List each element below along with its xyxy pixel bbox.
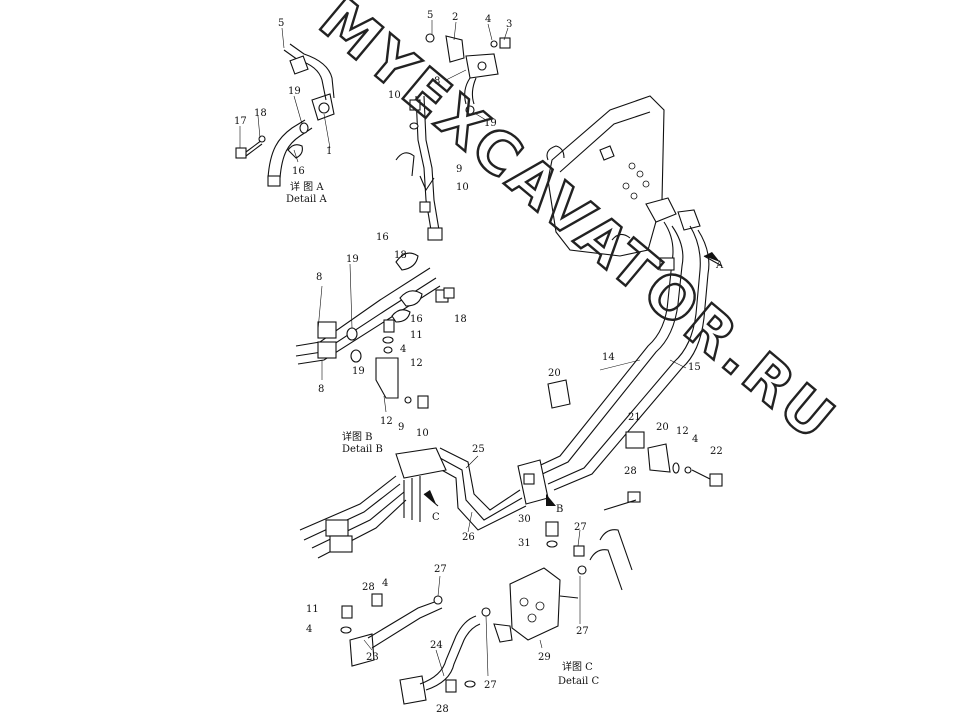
- callout-1: 1: [326, 146, 332, 157]
- callout-16-a: 16: [292, 166, 305, 177]
- detail-a-caption-en: Detail A: [286, 194, 327, 205]
- callout-16-b: 16: [376, 232, 389, 243]
- callout-27-d: 27: [484, 680, 497, 691]
- callout-31: 31: [518, 538, 531, 549]
- callout-12-b: 12: [380, 416, 393, 427]
- callout-29: 29: [538, 652, 551, 663]
- right-bracket-parts: [545, 379, 723, 591]
- callout-26: 26: [462, 532, 475, 543]
- detail-c-caption-en: Detail C: [558, 676, 599, 687]
- leader-lines: [239, 20, 687, 677]
- callout-3: 3: [506, 19, 512, 30]
- callout-8-a: 8: [434, 76, 440, 87]
- callout-24: 24: [430, 640, 443, 651]
- detail-b-caption-cn: 详图 B: [342, 430, 373, 443]
- callout-5-b: 5: [427, 10, 433, 21]
- arrow-label-a: A: [715, 260, 724, 271]
- callout-19-d: 19: [352, 366, 365, 377]
- callout-28-b: 28: [362, 582, 375, 593]
- view-arrow-b: B: [546, 494, 563, 515]
- pump-housing: [546, 95, 701, 257]
- callout-17: 17: [234, 116, 247, 127]
- callout-27-b: 27: [434, 564, 447, 575]
- callout-10-b: 10: [456, 182, 469, 193]
- callout-12-a: 12: [410, 358, 423, 369]
- callout-labels: 5 5 2 4 3 8 19 10 19 18 17 1 16 9 10 18 …: [234, 10, 723, 715]
- callout-18-a: 18: [254, 108, 267, 119]
- callout-18-c: 18: [454, 314, 467, 325]
- detail-c-caption-cn: 详图 C: [562, 660, 593, 673]
- detail-b-caption-en: Detail B: [342, 444, 383, 455]
- callout-4-c: 4: [692, 434, 698, 445]
- callout-4-e: 4: [306, 624, 312, 635]
- callout-9-b: 9: [398, 422, 404, 433]
- callout-2: 2: [452, 12, 458, 23]
- callout-9-a: 9: [456, 164, 462, 175]
- arrow-label-c: C: [432, 512, 440, 523]
- pressure-pipes: [437, 221, 710, 531]
- detail-c-block: [299, 447, 447, 559]
- callout-28-c: 28: [436, 704, 449, 715]
- callout-8-c: 8: [318, 384, 324, 395]
- callout-4-d: 4: [382, 578, 388, 589]
- callout-20-b: 20: [656, 422, 669, 433]
- callout-30: 30: [518, 514, 531, 525]
- callout-22: 22: [710, 446, 723, 457]
- callout-10-a: 10: [388, 90, 401, 101]
- callout-27-c: 27: [576, 626, 589, 637]
- callout-5-a: 5: [278, 18, 284, 29]
- callout-19-b: 19: [288, 86, 301, 97]
- callout-15: 15: [688, 362, 701, 373]
- top-flange-assembly: [395, 33, 511, 241]
- callout-28-a: 28: [624, 466, 637, 477]
- callout-16-c: 16: [410, 314, 423, 325]
- callout-11-a: 11: [410, 330, 423, 341]
- callout-14: 14: [602, 352, 615, 363]
- callout-11-b: 11: [306, 604, 319, 615]
- callout-19-a: 19: [484, 118, 497, 129]
- callout-8-b: 8: [316, 272, 322, 283]
- callout-18-b: 18: [394, 250, 407, 261]
- callout-25: 25: [472, 444, 485, 455]
- detail-b-assembly: [295, 252, 455, 409]
- detail-a-caption-cn: 详 图 A: [290, 180, 324, 193]
- arrow-label-b: B: [556, 504, 563, 515]
- view-arrow-a: A: [703, 252, 724, 271]
- callout-12-c: 12: [676, 426, 689, 437]
- callout-27-a: 27: [574, 522, 587, 533]
- callout-4-a: 4: [485, 14, 491, 25]
- callout-21: 21: [628, 412, 641, 423]
- callout-20-a: 20: [548, 368, 561, 379]
- callout-23: 23: [366, 652, 379, 663]
- view-arrow-c: C: [423, 490, 440, 523]
- callout-10-c: 10: [416, 428, 429, 439]
- detail-captions: 详 图 A Detail A 详图 B Detail B 详图 C Detail…: [286, 180, 599, 687]
- callout-4-b: 4: [400, 344, 406, 355]
- detail-c-lower: [340, 545, 587, 705]
- detail-a-assembly: [235, 43, 335, 187]
- callout-19-c: 19: [346, 254, 359, 265]
